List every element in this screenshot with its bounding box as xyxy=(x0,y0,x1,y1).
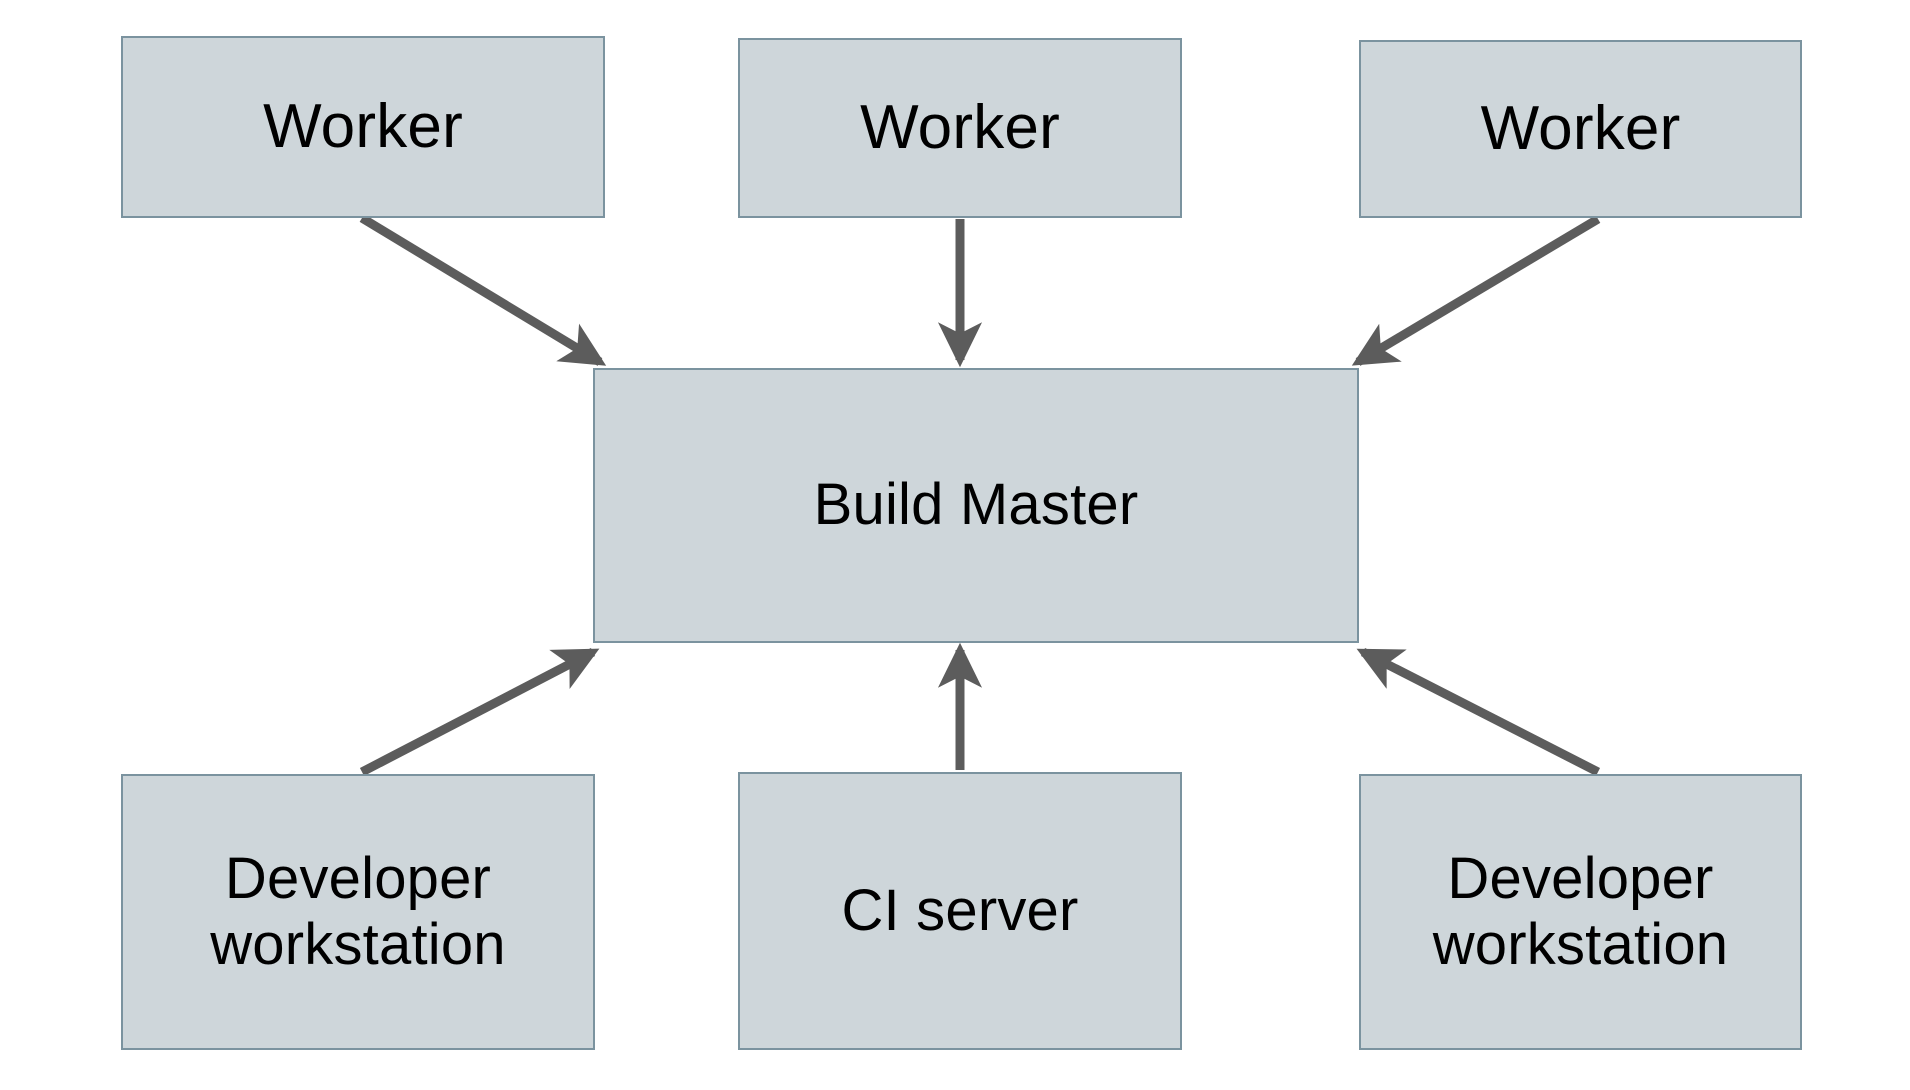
node-worker-3-label: Worker xyxy=(1480,93,1681,163)
edge-worker-1-to-build-master xyxy=(359,214,607,366)
edge-dev-workstation-1-to-build-master xyxy=(359,648,600,776)
node-build-master-label: Build Master xyxy=(813,472,1139,538)
node-worker-2[interactable]: Worker xyxy=(738,38,1182,218)
node-developer-workstation-1-label: Developer workstation xyxy=(210,845,506,977)
edge-dev-workstation-2-to-build-master xyxy=(1356,647,1601,777)
edge-worker-3-to-build-master xyxy=(1351,215,1601,366)
node-worker-1[interactable]: Worker xyxy=(121,36,605,218)
node-developer-workstation-1[interactable]: Developer workstation xyxy=(121,774,595,1050)
node-developer-workstation-2-label: Developer workstation xyxy=(1432,845,1729,977)
node-worker-1-label: Worker xyxy=(263,91,463,161)
node-ci-server-label: CI server xyxy=(841,877,1079,943)
node-build-master[interactable]: Build Master xyxy=(593,368,1359,643)
node-developer-workstation-2[interactable]: Developer workstation xyxy=(1359,774,1802,1050)
node-ci-server[interactable]: CI server xyxy=(738,772,1182,1050)
node-worker-2-label: Worker xyxy=(860,92,1060,162)
node-worker-3[interactable]: Worker xyxy=(1359,40,1802,218)
